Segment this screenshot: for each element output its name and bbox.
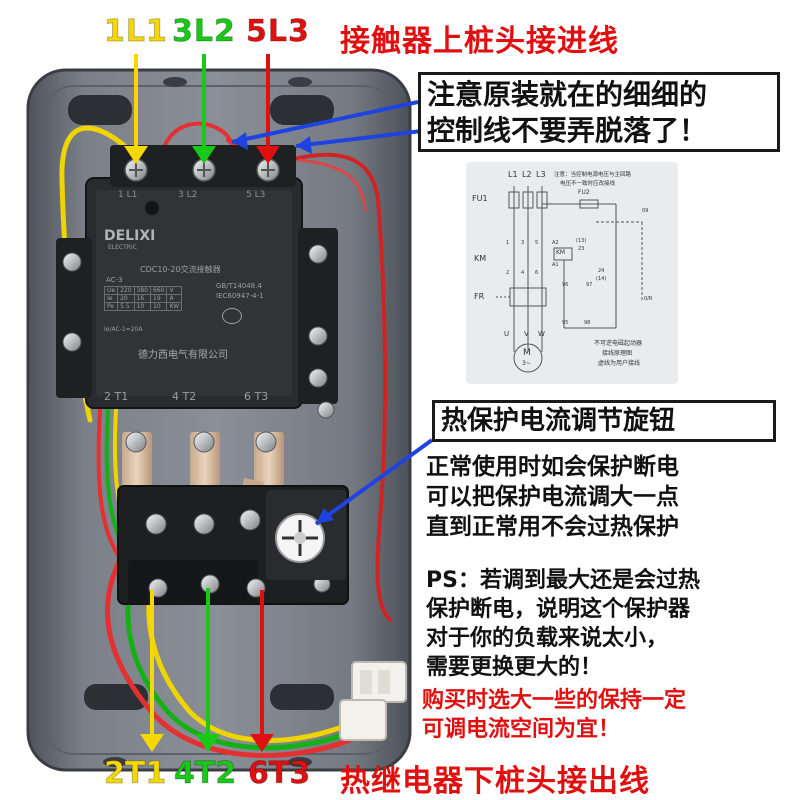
terminal-mark-1l1: 1 L1: [118, 190, 138, 200]
current-adjust-knob: [266, 490, 346, 580]
dg-97: 97: [586, 282, 593, 288]
arrow-3l2: [192, 54, 216, 164]
note-line-1: 注意原装就在的细细的: [427, 78, 708, 111]
ps-note: PS：若调到最大还是会过热 保护断电，说明这个保护器 对于你的负载来说太小， 需…: [426, 566, 700, 682]
purchase-advice: 购买时选大一些的保持一定 可调电流空间为宜！: [422, 686, 686, 744]
wiring-diagram: L1 L2 L3 注意：当控制电源电压与主回路 电压不一致时应改接线 FU1 F…: [466, 162, 678, 384]
terminal-mark-5l3: 5 L3: [246, 190, 266, 200]
dg-98: 98: [584, 320, 591, 326]
ps-line-2: 保护断电，说明这个保护器: [426, 597, 691, 622]
contactor-ac: AC-3: [106, 276, 123, 284]
brand-logo: DELIXI: [104, 228, 156, 244]
bottom-caption: 热继电器下桩头接出线: [340, 764, 650, 799]
dg-95: 95: [562, 320, 569, 326]
label-3l2: 3L2: [172, 14, 236, 50]
contactor-model: CDC10-20交流接触器: [140, 265, 221, 274]
dg-24: 24: [598, 268, 605, 274]
dg-km-coil: KM: [556, 249, 566, 256]
dg-6: 6: [535, 270, 539, 276]
dg-note-1: 注意：当控制电源电压与主回路: [554, 172, 632, 178]
dg-motor: M: [523, 348, 531, 358]
label-4t2: 4T2: [173, 756, 237, 792]
knob-title: 热保护电流调节旋钮: [441, 406, 676, 436]
label-2t1: 2T1: [103, 756, 167, 792]
label-5l3: 5L3: [246, 14, 310, 50]
info-line-1: 正常使用时如会保护断电: [426, 454, 679, 480]
arrow-note-right: [295, 128, 431, 154]
info-line-2: 可以把保护电流调大一点: [426, 484, 679, 510]
dg-fr: FR: [474, 292, 485, 301]
table-row: Ie 20 16 19 A: [103, 294, 183, 303]
dg-fu2: FU2: [578, 189, 590, 196]
info-line-3: 直到正常用不会过热保护: [426, 514, 679, 540]
dg-u: U: [504, 330, 510, 338]
aux-terminal-screws: [62, 244, 335, 419]
dg-l1: L1: [508, 170, 518, 179]
dg-note-2: 电压不一致时应改接线: [560, 181, 616, 187]
rating-table: Ue 220 380 660 V Ie 20 16 19 A Pe 5.5 10…: [103, 286, 183, 311]
dg-caption-2: 接线原理图: [602, 350, 633, 357]
arrow-1l1: [124, 54, 148, 164]
dg-96: 96: [562, 282, 569, 288]
table-row: Pe 5.5 10 10 KW: [103, 302, 183, 311]
contactor-ie: Ie/AC-1=20A: [104, 326, 143, 333]
arrow-2t1: [140, 590, 164, 752]
contactor-label: DELIXI ELECTRIC CDC10-20交流接触器 AC-3 GB/T1…: [100, 222, 290, 390]
terminal-mark-3l2: 3 L2: [178, 190, 198, 200]
terminal-mark-4t2: 4 T2: [172, 390, 197, 403]
knob-title-box: 热保护电流调节旋钮: [432, 400, 776, 442]
dg-caption-3: 虚线为用户接线: [598, 360, 641, 367]
dg-w: W: [538, 330, 545, 338]
dg-motor-sub: 3~: [522, 360, 531, 367]
dg-13: (13): [576, 238, 587, 244]
dg-fu1: FU1: [472, 194, 488, 203]
contactor-standard2: IEC60947-4-1: [216, 292, 264, 300]
wiring-diagram-lines: [496, 186, 643, 373]
buy-line-2: 可调电流空间为宜！: [422, 717, 621, 742]
dg-09: 09: [642, 208, 649, 214]
dg-l3: L3: [536, 170, 546, 179]
dg-0r: 0/R: [644, 296, 653, 302]
dg-1: 1: [506, 240, 510, 246]
terminal-mark-6t3: 6 T3: [244, 390, 269, 403]
contactor-maker: 德力西电气有限公司: [138, 350, 228, 361]
usage-info: 正常使用时如会保护断电 可以把保护电流调大一点 直到正常用不会过热保护: [426, 452, 679, 542]
dg-14: (14): [596, 276, 607, 282]
arrow-knob: [314, 438, 434, 526]
ps-line-3: 对于你的负载来说太小，: [426, 626, 669, 651]
dg-a1: A1: [552, 262, 559, 268]
dg-l2: L2: [522, 170, 532, 179]
buy-line-1: 购买时选大一些的保持一定: [422, 688, 687, 713]
table-row: Ue 220 380 660 V: [103, 286, 183, 295]
dg-5: 5: [535, 240, 539, 246]
arrow-4t2: [196, 588, 220, 752]
contactor-standard: GB/T14048.4: [216, 282, 262, 290]
arrow-note-left: [231, 100, 419, 150]
top-terminal-screws: [124, 158, 280, 182]
label-1l1: 1L1: [104, 14, 168, 50]
ps-line-4: 需要更换更大的！: [426, 655, 603, 680]
ccc-mark: [222, 308, 242, 324]
dg-km: KM: [474, 254, 487, 263]
contactor: [56, 145, 338, 409]
dg-v: V: [524, 330, 529, 338]
dg-2: 2: [506, 270, 510, 276]
label-6t3: 6T3: [247, 756, 311, 792]
arrow-6t3: [250, 590, 274, 752]
control-wire-note: 注意原装就在的细细的 控制线不要弄脱落了！: [418, 72, 780, 152]
top-caption: 接触器上桩头接进线: [340, 24, 619, 59]
brand-sub: ELECTRIC: [108, 244, 137, 251]
dg-3: 3: [521, 240, 525, 246]
wire-connector: [339, 661, 407, 741]
dg-caption-1: 不可逆电磁起动器: [594, 340, 643, 347]
dg-4: 4: [521, 270, 525, 276]
dg-a2: A2: [552, 240, 559, 246]
ps-line-1: PS：若调到最大还是会过热: [426, 568, 700, 593]
dg-23: 23: [578, 246, 585, 252]
terminal-mark-2t1: 2 T1: [104, 390, 129, 403]
note-line-2: 控制线不要弄脱落了！: [427, 114, 708, 147]
